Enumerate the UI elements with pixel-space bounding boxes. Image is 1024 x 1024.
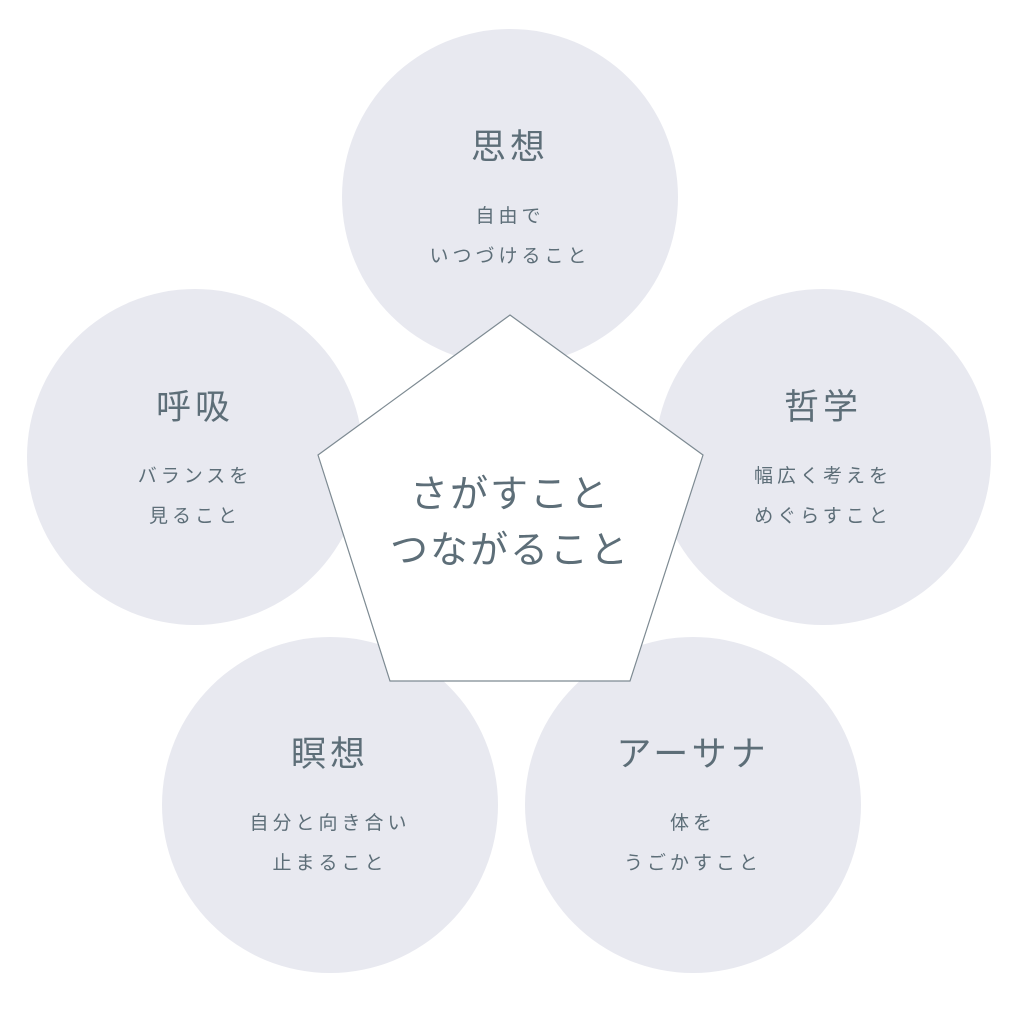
node-desc: 幅広く考えをめぐらすこと: [655, 456, 991, 536]
node-desc: バランスを見ること: [27, 456, 363, 536]
desc-line: バランスを: [137, 465, 253, 487]
node-desc: 体をうごかすこと: [525, 803, 861, 883]
desc-line: 体を: [669, 812, 716, 834]
node-tetsugaku: 哲学 幅広く考えをめぐらすこと: [655, 388, 991, 536]
node-title: 呼吸: [155, 388, 234, 428]
desc-line: 幅広く考えを: [753, 465, 892, 487]
desc-line: めぐらすこと: [754, 505, 892, 527]
desc-line: 止まること: [272, 852, 388, 874]
circle-kokyu: [27, 289, 363, 625]
desc-line: 自分と向き合い: [249, 812, 411, 834]
node-title: 哲学: [783, 388, 862, 428]
desc-line: いつづけること: [429, 245, 591, 267]
node-asana: アーサナ 体をうごかすこと: [525, 735, 861, 883]
circle-shisou: [342, 29, 678, 365]
center-line-2: つながること: [389, 528, 630, 572]
circle-meisou: [162, 637, 498, 973]
circle-asana: [525, 637, 861, 973]
circle-tetsugaku: [655, 289, 991, 625]
center-text: さがすこと つながること: [360, 466, 660, 578]
node-desc: 自由でいつづけること: [342, 196, 678, 276]
desc-line: うごかすこと: [623, 852, 762, 874]
desc-line: 見ること: [148, 505, 241, 527]
desc-line: 自由で: [475, 205, 545, 227]
node-kokyu: 呼吸 バランスを見ること: [27, 388, 363, 536]
node-meisou: 瞑想 自分と向き合い止まること: [162, 735, 498, 883]
center-line-1: さがすこと: [409, 472, 610, 516]
node-shisou: 思想 自由でいつづけること: [342, 128, 678, 276]
node-title: 瞑想: [290, 735, 369, 775]
node-title: アーサナ: [616, 735, 770, 775]
node-desc: 自分と向き合い止まること: [162, 803, 498, 883]
node-title: 思想: [470, 128, 549, 168]
